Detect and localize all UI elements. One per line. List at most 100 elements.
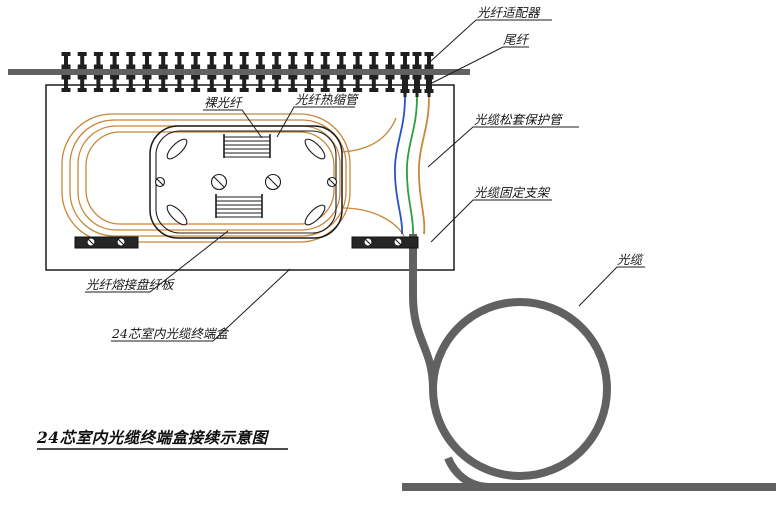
adapter-leader <box>430 19 552 62</box>
fiber-adapter-icon <box>369 75 379 92</box>
fiber-adapter-icon <box>207 52 217 69</box>
leader-lines <box>85 19 645 342</box>
splice-tray-label: 光纤熔接盘纤板 <box>86 277 175 292</box>
loose-tube-label: 光缆松套保护管 <box>474 112 564 127</box>
tray-screw-slot <box>267 176 279 188</box>
fiber-adapter-icon <box>272 75 282 92</box>
cable-group <box>402 234 776 491</box>
fiber-adapter-icon <box>400 52 410 69</box>
fiber-adapter-icon <box>320 75 330 92</box>
fiber-adapter-icon <box>320 52 330 69</box>
fiber-adapter-icon <box>110 75 120 92</box>
pigtail-plug-icon <box>400 75 410 97</box>
termination-box-label: 24芯室内光缆终端盒 <box>111 326 229 341</box>
fiber-adapter-icon <box>77 75 87 92</box>
bracket-label: 光缆固定支架 <box>474 185 551 200</box>
fiber-tray-exit-bottom <box>341 207 405 237</box>
splice-tray-leader <box>85 230 229 293</box>
loose-tube-leader <box>427 126 579 168</box>
fiber-adapter-icon <box>369 52 379 69</box>
fiber-loops <box>61 113 405 243</box>
cable-leader <box>578 266 645 307</box>
bracket-right <box>351 236 419 249</box>
fiber-adapter-icon <box>126 52 136 69</box>
fiber-adapter-icon <box>336 75 346 92</box>
pigtail-fiber-blue <box>394 96 406 235</box>
fiber-adapter-icon <box>223 75 233 92</box>
corner-guide-oval <box>166 138 188 160</box>
tray-hinge-slot <box>328 178 336 186</box>
fiber-tray-exit-top <box>341 117 397 153</box>
fiber-adapter-icon <box>412 52 422 69</box>
fiber-adapter-icon <box>272 52 282 69</box>
cable-brackets <box>74 236 419 249</box>
fiber-adapter-icon <box>255 75 265 92</box>
fiber-adapter-icon <box>77 52 87 69</box>
bare-fiber-label: 裸光纤 <box>204 95 243 110</box>
loose-tube-path <box>418 96 430 235</box>
fiber-adapter-icon <box>255 52 265 69</box>
fiber-adapter-icon <box>385 75 395 92</box>
fiber-loop <box>85 131 335 225</box>
corner-guide-oval <box>304 204 326 226</box>
fiber-adapter-icon <box>353 75 363 92</box>
fiber-adapter-icon <box>191 52 201 69</box>
pigtail-fiber-green <box>406 96 418 235</box>
heat-shrink-block-top <box>223 134 271 158</box>
heat-shrink-label: 光纤热缩管 <box>295 92 360 107</box>
fiber-adapter-icon <box>304 75 314 92</box>
fiber-adapter-icon <box>288 75 298 92</box>
pigtail-plug-icon <box>412 75 422 97</box>
fiber-adapter-icon <box>93 75 103 92</box>
fiber-adapter-icon <box>142 52 152 69</box>
fiber-adapter-icon <box>336 52 346 69</box>
adapter-label: 光纤适配器 <box>477 5 541 20</box>
fiber-adapter-icon <box>223 52 233 69</box>
termination-box-leader <box>111 268 291 342</box>
pigtail-plug-icon <box>424 75 434 97</box>
fiber-adapter-icon <box>239 75 249 92</box>
fiber-loop <box>77 125 341 231</box>
fiber-adapter-icon <box>174 52 184 69</box>
termination-box-outline <box>45 84 455 271</box>
cable-label: 光缆 <box>617 252 645 267</box>
fiber-adapter-icon <box>207 75 217 92</box>
fiber-adapter-icon <box>304 52 314 69</box>
fiber-adapter-icon <box>353 52 363 69</box>
fiber-loop <box>69 119 347 237</box>
pigtail-leader <box>431 46 529 84</box>
fiber-adapter-icon <box>174 75 184 92</box>
bare-fiber-leader <box>203 109 263 139</box>
fiber-adapter-icon <box>239 52 249 69</box>
fiber-adapter-icon <box>126 75 136 92</box>
fiber-adapter-icon <box>61 52 71 69</box>
fiber-adapter-icon <box>61 75 71 92</box>
cable-vertical <box>409 234 437 390</box>
bracket-bolt-slot <box>117 238 125 246</box>
heat-shrink-leader <box>276 106 355 138</box>
fiber-adapter-icon <box>288 52 298 69</box>
fiber-adapter-icon <box>142 75 152 92</box>
fiber-adapter-icon <box>385 52 395 69</box>
corner-guide-oval <box>166 204 188 226</box>
tray-outer <box>149 125 343 239</box>
fiber-adapter-icon <box>191 75 201 92</box>
diagram-title: 24芯室内光缆终端盒接续示意图 <box>36 428 270 447</box>
tray-hinge-slot <box>156 178 164 186</box>
corner-guide-oval <box>304 138 326 160</box>
splice-tray <box>149 125 343 239</box>
cable-coil <box>429 298 611 480</box>
bracket-bolt-slot <box>87 238 95 246</box>
pigtail-label: 尾纤 <box>503 32 530 47</box>
fiber-adapter-icon <box>110 52 120 69</box>
fiber-loop <box>61 113 351 243</box>
bracket-left <box>74 236 139 249</box>
bracket-leader <box>430 199 552 243</box>
tray-screw-slot <box>213 176 225 188</box>
heat-shrink-block-bottom <box>215 194 263 218</box>
fiber-adapter-icon <box>93 52 103 69</box>
fiber-adapter-icon <box>158 52 168 69</box>
fiber-adapter-icon <box>158 75 168 92</box>
